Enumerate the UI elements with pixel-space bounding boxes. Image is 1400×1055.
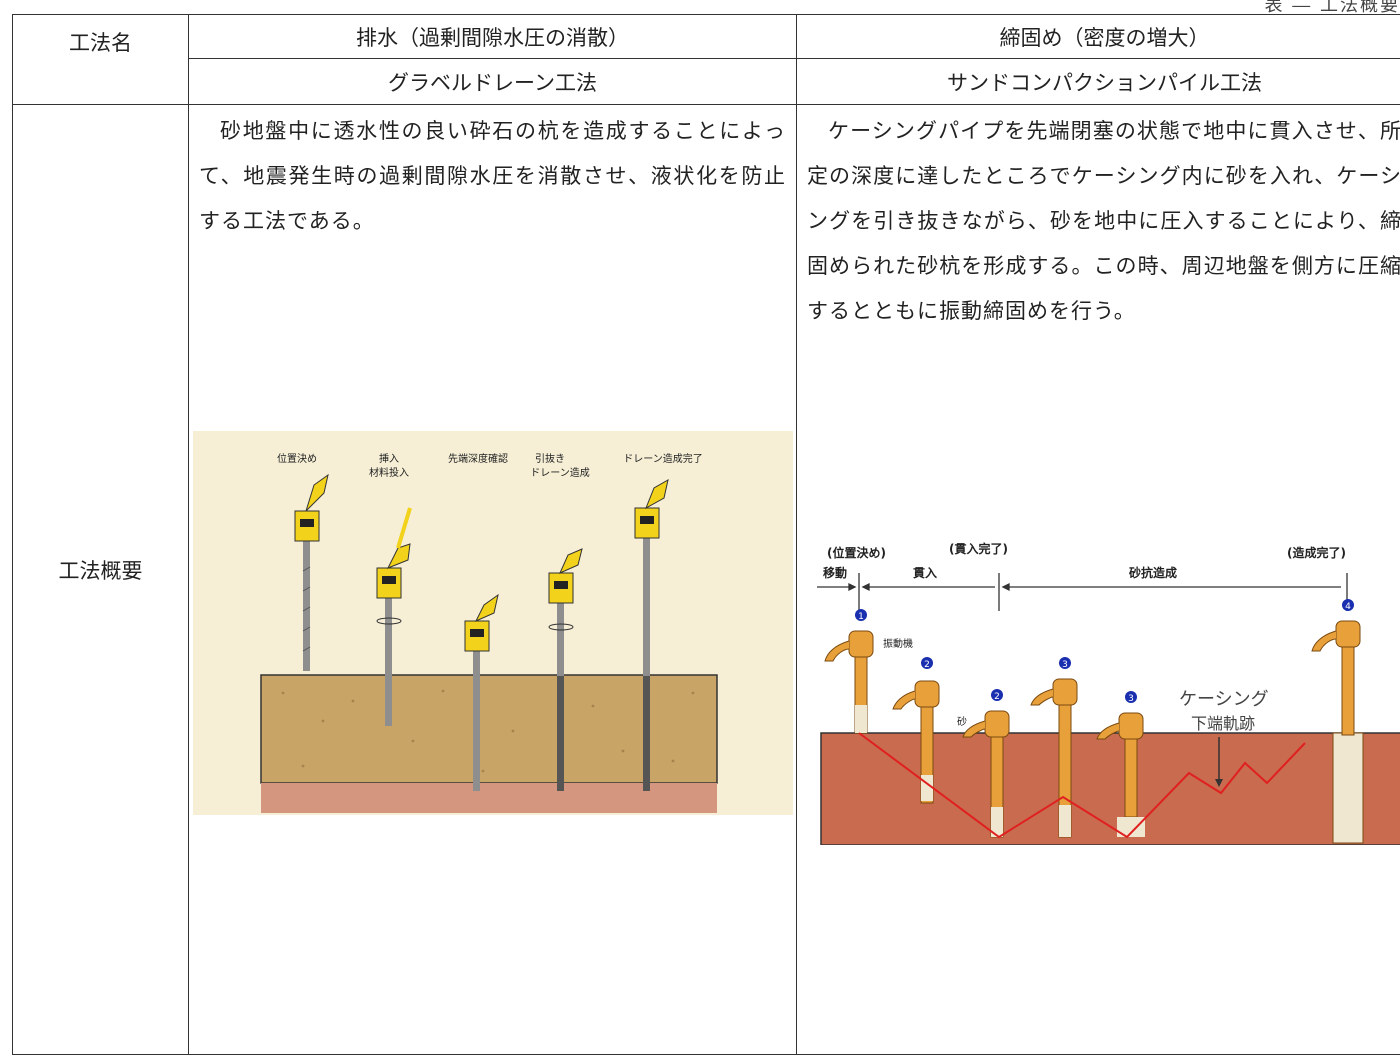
label-casing-line2: 下端軌跡 xyxy=(1191,714,1255,733)
right-method-cell: サンドコンパクションパイル工法 xyxy=(797,59,1400,105)
badge-1: 1 xyxy=(858,612,864,622)
right-description-cell: ケーシングパイプを先端閉塞の状態で地中に貫入させ、所定の深度に達したところでケー… xyxy=(797,105,1400,1055)
method-comparison-table: 工法名 排水（過剰間隙水圧の消散） 締固め（密度の増大） グラベルドレーン工法 … xyxy=(12,14,1400,1055)
label-drain-complete: ドレーン造成完了 xyxy=(623,452,703,465)
left-method-cell: グラベルドレーン工法 xyxy=(189,59,797,105)
label-depth-check: 先端深度確認 xyxy=(448,452,508,465)
label-material: 材料投入 xyxy=(369,466,409,479)
left-method-name: グラベルドレーン工法 xyxy=(388,71,597,95)
left-category: 排水（過剰間隙水圧の消散） xyxy=(356,26,629,50)
label-sand: 砂 xyxy=(957,715,967,728)
label-casing-line1: ケーシング xyxy=(1179,689,1269,710)
label-vibrator: 振動機 xyxy=(883,637,913,650)
badge-2a: 2 xyxy=(924,660,930,670)
label-insert: 挿入 xyxy=(379,452,399,465)
label-positioning: (位置決め) xyxy=(827,545,886,560)
right-description: ケーシングパイプを先端閉塞の状態で地中に貫入させ、所定の深度に達したところでケー… xyxy=(797,105,1400,334)
label-penetration-complete: (貫入完了) xyxy=(949,541,1008,556)
label-withdraw: 引抜き xyxy=(535,452,565,465)
label-position: 位置決め xyxy=(277,452,317,465)
left-description: 砂地盤中に透水性の良い砕石の杭を造成することによって、地震発生時の過剰間隙水圧を… xyxy=(189,105,796,244)
gravel-drain-figure: 位置決め 挿入 材料投入 先端深度確認 引抜き ドレーン造成 ドレーン造成完了 xyxy=(193,431,793,815)
label-penetrate: 貫入 xyxy=(913,566,937,580)
row-label-cell: 工法概要 xyxy=(13,105,189,1055)
header-label-cell: 工法名 xyxy=(13,15,189,105)
label-move: 移動 xyxy=(823,565,847,580)
header-label: 工法名 xyxy=(69,31,132,55)
clay-ground xyxy=(821,733,1400,845)
right-category-cell: 締固め（密度の増大） xyxy=(797,15,1400,59)
label-drain-build: ドレーン造成 xyxy=(530,466,590,479)
label-sand-pile-build: 砂抗造成 xyxy=(1128,565,1177,580)
right-method-name: サンドコンパクションパイル工法 xyxy=(947,71,1262,95)
right-category: 締固め（密度の増大） xyxy=(1000,26,1210,50)
sand-compaction-figure: (位置決め) (貫入完了) (造成完了) 移動 貫入 砂抗造成 xyxy=(809,445,1400,845)
left-description-cell: 砂地盤中に透水性の良い砕石の杭を造成することによって、地震発生時の過剰間隙水圧を… xyxy=(189,105,797,1055)
row-label: 工法概要 xyxy=(59,559,143,583)
badge-3a: 3 xyxy=(1062,660,1068,670)
badge-3b: 3 xyxy=(1128,694,1134,704)
timeline-arrows xyxy=(817,573,1347,611)
badge-2b: 2 xyxy=(994,692,1000,702)
left-category-cell: 排水（過剰間隙水圧の消散） xyxy=(189,15,797,59)
label-build-complete: (造成完了) xyxy=(1287,545,1346,560)
casing-step-1: 1 xyxy=(825,609,873,733)
badge-4: 4 xyxy=(1345,602,1351,612)
